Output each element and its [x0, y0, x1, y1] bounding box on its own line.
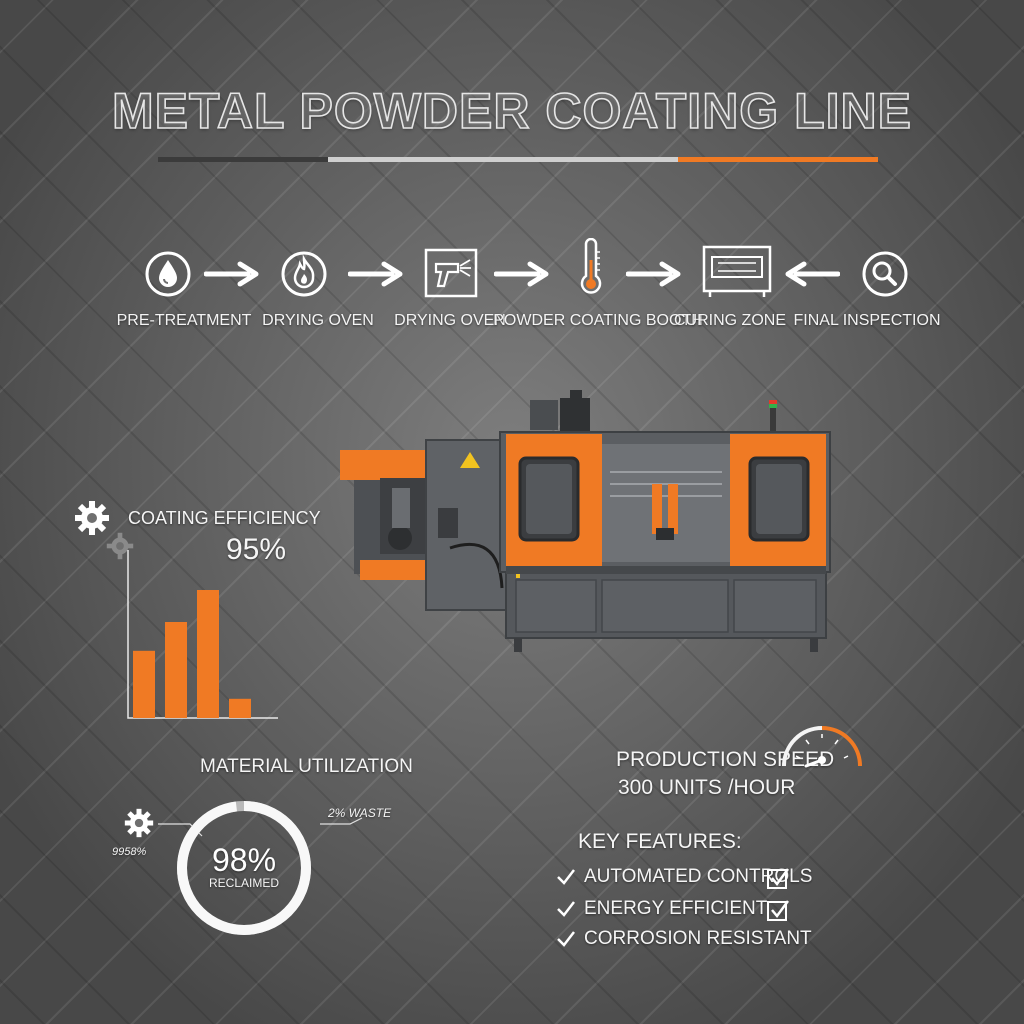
thermometer-icon [580, 238, 602, 294]
efficiency-label: COATING EFFICIENCY [128, 508, 321, 528]
oven-icon [702, 245, 772, 297]
feature-item-automated-controls: AUTOMATED CONTROLS [584, 866, 813, 887]
arrow-left-icon [785, 261, 840, 287]
small-gear-icon [106, 532, 134, 560]
flame-icon [281, 251, 327, 297]
efficiency-bar [133, 650, 155, 718]
feature-item-corrosion-resistant: CORROSION RESISTANT [584, 928, 812, 949]
features-title: KEY FEATURES: [578, 830, 742, 853]
check-icon [557, 901, 575, 917]
speed-value: 300 UNITS /HOUR [618, 776, 796, 799]
step-label-final-inspection: FINAL INSPECTION [793, 312, 941, 329]
efficiency-bar [229, 698, 251, 718]
utilization-label: MATERIAL UTILIZATION [200, 756, 413, 777]
gear-icon [124, 808, 154, 838]
reclaimed-arc [177, 801, 311, 935]
page-title: METAL POWDER COATING LINE [111, 82, 912, 140]
spray-gun-icon [424, 248, 478, 298]
step-label-drying-oven-2: DRYING OVEN [394, 312, 506, 329]
waste-label: 2% WASTE [328, 806, 392, 820]
speed-label: PRODUCTION SPEED [616, 748, 835, 771]
step-label-pre-treatment: PRE-TREATMENT [116, 312, 252, 329]
arrow-right-icon [348, 261, 403, 287]
gear-icon [75, 501, 109, 535]
step-label-powder-coating-booth: POWDER COATING BOOTH [493, 312, 703, 329]
check-icon [557, 869, 575, 885]
speedometer-icon [782, 726, 862, 768]
checkbox-checked-icon [767, 900, 790, 921]
step-label-drying-oven: DRYING OVEN [262, 312, 374, 329]
checkbox-checked-icon [767, 868, 790, 889]
title-underline [158, 157, 878, 162]
efficiency-bar [197, 590, 219, 718]
arrow-right-icon [494, 261, 549, 287]
arrow-right-icon [626, 261, 681, 287]
arrow-right-icon [204, 261, 259, 287]
water-drop-icon [145, 251, 191, 297]
utilization-side-label: 9958% [112, 846, 147, 858]
utilization-donut-chart [177, 801, 311, 935]
magnifier-icon [862, 251, 908, 297]
efficiency-bar-chart [127, 550, 278, 719]
efficiency-bar [165, 622, 187, 718]
step-label-curing-zone: CURING ZONE [674, 312, 786, 329]
efficiency-value: 95% [226, 533, 287, 566]
feature-item-energy-efficient: ENERGY EFFICIENT [584, 898, 768, 919]
utilization-value: 98% [211, 842, 277, 878]
powder-coating-machine-illustration [340, 390, 831, 652]
utilization-sublabel: RECLAIMED [208, 876, 279, 890]
check-icon [557, 931, 575, 947]
